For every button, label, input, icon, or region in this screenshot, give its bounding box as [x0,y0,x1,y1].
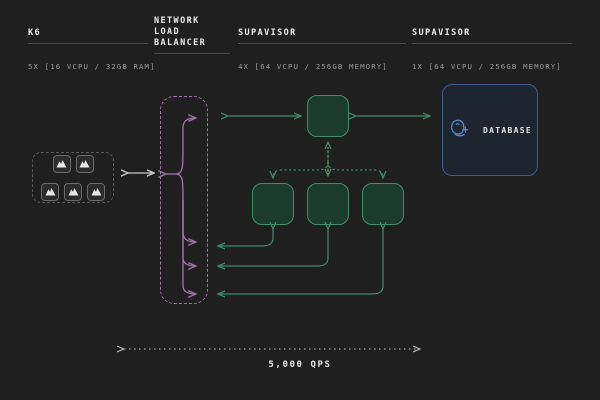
column-header-supavisor: SUPAVISOR [238,28,406,44]
column-header-nlb: NETWORK LOAD BALANCER [154,16,230,54]
k6-instance[interactable] [52,154,71,173]
column-spec-k6: 5X [16 VCPU / 32GB RAM] [28,62,156,71]
supavisor-pool-node-2[interactable] [307,183,349,225]
k6-instance[interactable] [75,154,94,173]
database-box[interactable]: DATABASE [442,84,538,176]
column-header-database: SUPAVISOR [412,28,572,44]
column-spec-database: 1X [64 VCPU / 256GB MEMORY] [412,62,562,71]
k6-instance-grid [32,152,114,203]
column-title: K6 [28,28,42,38]
header-divider [28,43,148,44]
mountain-icon [79,159,90,168]
connector-pool-returns [218,229,383,294]
k6-instance[interactable] [64,182,82,201]
mountain-icon [91,187,102,196]
supavisor-pool-node-3[interactable] [362,183,404,225]
k6-instance[interactable] [41,182,59,201]
supavisor-pool-node-1[interactable] [252,183,294,225]
mountain-icon [45,187,56,196]
qps-label: 5,000 QPS [268,360,332,370]
connector-primary-to-pool-tree [273,142,383,178]
supavisor-primary-node[interactable] [307,95,349,137]
k6-group-box [32,152,114,203]
header-divider [154,53,230,54]
header-divider [238,43,406,44]
k6-instance[interactable] [87,182,105,201]
column-title: SUPAVISOR [412,28,471,38]
mountain-icon [68,187,79,196]
header-divider [412,43,572,44]
column-title: SUPAVISOR [238,28,297,38]
network-load-balancer-box [160,96,208,304]
column-header-k6: K6 [28,28,148,44]
database-label: DATABASE [483,125,532,135]
postgres-elephant-icon [448,115,474,145]
column-spec-supavisor: 4X [64 VCPU / 256GB MEMORY] [238,62,388,71]
column-title: NETWORK LOAD BALANCER [154,16,207,48]
mountain-icon [56,159,67,168]
